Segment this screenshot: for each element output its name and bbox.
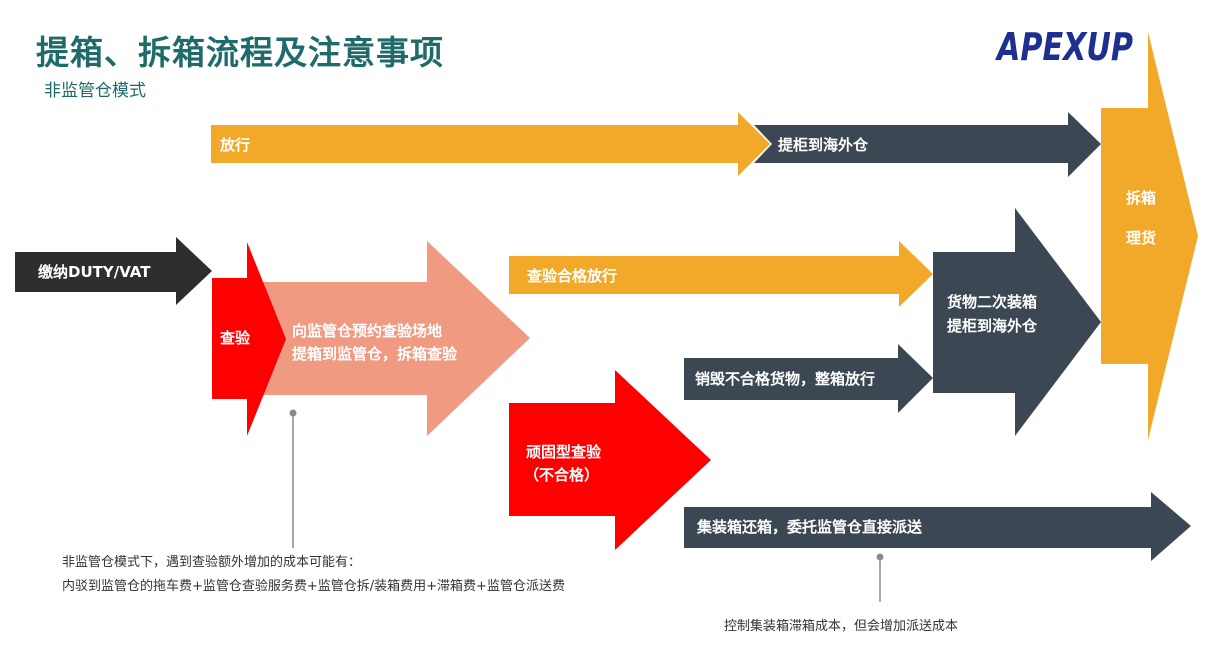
destroy-release-label: 销毁不合格货物，整箱放行: [695, 370, 875, 388]
book-site-label-1: 向监管仓预约查验场地: [292, 322, 442, 340]
control-cost-note: 控制集装箱滞箱成本，但会增加派送成本: [724, 619, 959, 634]
inspection-label: 查验: [220, 329, 251, 347]
page-title: 提箱、拆箱流程及注意事项: [36, 33, 444, 72]
book-site-arrow: [248, 241, 530, 436]
extra-cost-note: 非监管仓模式下，遇到查验额外增加的成本可能有： 内驳到监管仓的拖车费+监管仓查验…: [62, 551, 565, 599]
pay-duty-label: 缴纳DUTY/VAT: [38, 263, 151, 281]
release-label: 放行: [219, 136, 250, 154]
stubborn-label-2: （不合格）: [524, 466, 599, 484]
passed-release-label: 查验合格放行: [527, 267, 617, 285]
return-container-label: 集装箱还箱，委托监管仓直接派送: [696, 518, 923, 536]
pickup-overseas-arrow: [754, 112, 1101, 177]
reload-pickup-arrow: [933, 208, 1101, 436]
pickup-overseas-label: 提柜到海外仓: [778, 136, 869, 154]
pay-duty-arrow: [15, 237, 212, 305]
extra-cost-line-1: 非监管仓模式下，遇到查验额外增加的成本可能有：: [62, 555, 362, 570]
extra-cost-line-2: 内驳到监管仓的拖车费+监管仓查验服务费+监管仓拆/装箱费用+滞箱费+监管仓派送费: [62, 579, 565, 594]
inspection-arrow: [212, 242, 286, 436]
logo-text: APEXUP: [995, 25, 1133, 68]
apexup-logo: APEXUP: [995, 25, 1133, 68]
book-site-label-2: 提箱到监管仓，拆箱查验: [292, 345, 458, 363]
reload-pickup-label: 提柜到海外仓: [947, 317, 1038, 335]
reload-label: 货物二次装箱: [947, 293, 1037, 311]
passed-release-arrow: [509, 241, 933, 307]
unpack-sort-arrow: [1101, 32, 1198, 440]
unpack-label: 拆箱: [1126, 189, 1156, 207]
stubborn-label-1: 顽固型查验: [526, 443, 602, 461]
page-subtitle: 非监管仓模式: [44, 81, 146, 101]
stubborn-inspection-arrow: [509, 370, 711, 550]
release-arrow: [211, 112, 770, 176]
sort-label: 理货: [1126, 229, 1156, 247]
destroy-release-arrow: [684, 344, 933, 413]
return-container-arrow: [684, 492, 1191, 561]
